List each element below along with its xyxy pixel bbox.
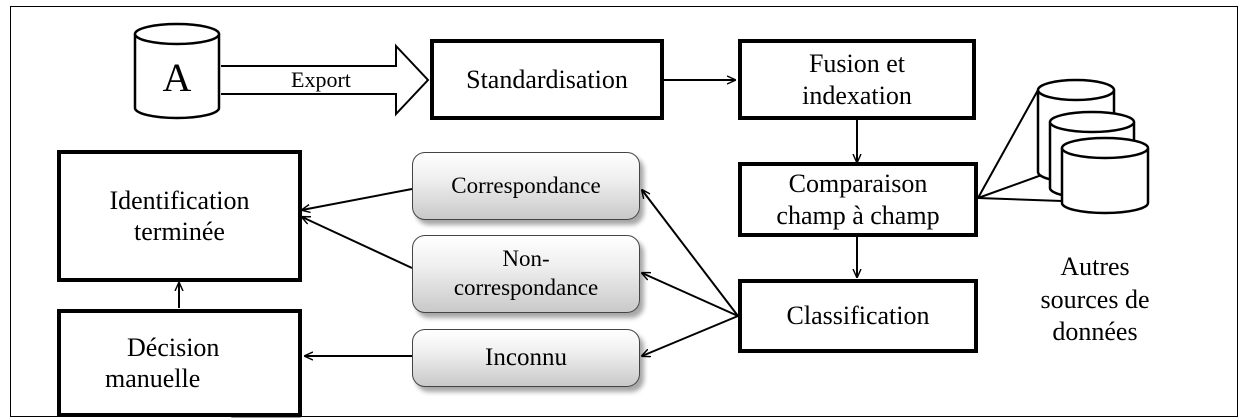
comparaison-label-line2: champ à champ xyxy=(776,200,940,230)
non-correspondance-label-line1: Non- xyxy=(502,246,550,272)
inconnu-box: Inconnu xyxy=(412,329,640,387)
other-sources-label: Autres sources de données xyxy=(1010,251,1180,349)
export-arrow xyxy=(221,43,430,117)
decision-box: Décision manuelle xyxy=(57,309,302,417)
arrow-classification-to-correspondance xyxy=(642,190,739,317)
decision-label-line2: manuelle xyxy=(105,364,201,393)
standardisation-label: Standardisation xyxy=(466,64,628,94)
other-sources-links xyxy=(977,89,1063,202)
comparaison-label-line1: Comparaison xyxy=(788,169,928,199)
other-sources-line2: sources de xyxy=(1040,284,1150,314)
comparaison-box: Comparaison champ à champ xyxy=(738,162,978,237)
identification-box: Identification terminée xyxy=(57,150,302,282)
classification-label: Classification xyxy=(786,301,930,331)
fusion-indexation-box: Fusion et indexation xyxy=(738,39,976,120)
arrow-non-correspondance-to-identification xyxy=(302,217,413,269)
standardisation-box: Standardisation xyxy=(430,39,664,120)
fusion-label-line1: Fusion et xyxy=(808,49,906,79)
identification-label-line1: Identification xyxy=(109,185,250,215)
arrow-classification-to-non-correspondance xyxy=(642,273,739,317)
arrow-correspondance-to-identification xyxy=(302,188,413,210)
fusion-label-line2: indexation xyxy=(802,80,912,110)
database-a-label: A xyxy=(162,55,192,100)
inconnu-label: Inconnu xyxy=(485,344,567,372)
correspondance-box: Correspondance xyxy=(412,152,640,220)
identification-label-line2: terminée xyxy=(134,217,225,246)
arrow-classification-to-inconnu xyxy=(642,315,739,356)
other-sources-line3: données xyxy=(1052,317,1138,346)
other-sources-databases-icon xyxy=(1036,78,1150,215)
correspondance-label: Correspondance xyxy=(451,172,601,198)
export-label: Export xyxy=(291,67,351,92)
classification-box: Classification xyxy=(738,279,978,353)
decision-label-line1: Décision xyxy=(127,332,220,362)
database-a-icon xyxy=(133,22,221,120)
non-correspondance-box: Non- correspondance xyxy=(412,235,640,313)
other-sources-line1: Autres xyxy=(1060,252,1130,281)
diagram-frame xyxy=(10,6,1238,417)
non-correspondance-label-line2: correspondance xyxy=(453,275,599,300)
